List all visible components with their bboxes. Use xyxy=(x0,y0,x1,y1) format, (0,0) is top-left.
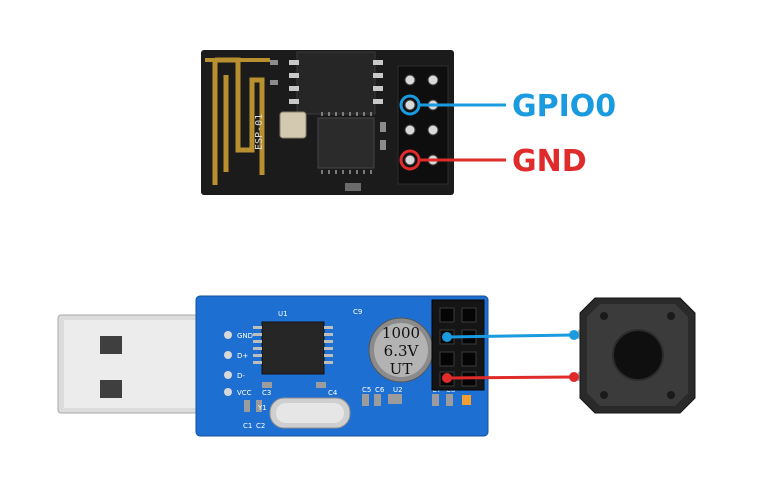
electrolytic-capacitor-top xyxy=(374,323,428,377)
switch-corner-dot xyxy=(667,312,675,320)
ch340-chip-pins xyxy=(253,326,333,364)
silk-c2: C2 xyxy=(256,422,265,430)
gpio0-wire xyxy=(446,333,575,339)
push-button-switch xyxy=(578,297,696,414)
adapter-edge-pads xyxy=(224,331,232,396)
silk-c5: C5 xyxy=(362,386,371,394)
capacitor-value: 1000 xyxy=(382,324,420,342)
usb-plug-hole-bottom xyxy=(100,380,122,398)
esp8266-chip-pins xyxy=(321,112,372,174)
silk-u1: U1 xyxy=(278,310,288,318)
gnd-wire-end-dot xyxy=(569,372,579,382)
flash-chip-pins xyxy=(289,60,383,104)
adapter-crystal-top xyxy=(276,403,344,423)
silk-c9: C9 xyxy=(353,308,362,316)
silk-dminus: D- xyxy=(237,372,245,380)
switch-corner-dot xyxy=(600,312,608,320)
silk-c4: C4 xyxy=(328,389,338,397)
adapter-smd-parts xyxy=(244,382,471,412)
esp01-module: ESP-01 xyxy=(201,50,454,195)
gnd-label: GND xyxy=(512,144,587,179)
gnd-wire xyxy=(446,375,575,380)
usb-plug-face xyxy=(64,320,204,408)
switch-corner-dot xyxy=(667,391,675,399)
gpio0-wire-start-dot xyxy=(442,332,452,342)
usb-plug-hole-top xyxy=(100,336,122,354)
silk-dplus: D+ xyxy=(237,352,248,360)
ch340-chip xyxy=(261,321,325,375)
silk-c6: C6 xyxy=(375,386,385,394)
flash-chip xyxy=(296,51,376,115)
switch-corner-dot xyxy=(600,391,608,399)
silk-c3: C3 xyxy=(262,389,271,397)
esp01-pin-header xyxy=(397,65,449,185)
silk-u2: U2 xyxy=(393,386,403,394)
esp01-board-label: ESP-01 xyxy=(254,114,265,150)
gnd-wire-start-dot xyxy=(442,373,452,383)
gpio0-label: GPIO0 xyxy=(512,89,616,124)
esp01-smd-parts xyxy=(270,60,386,191)
capacitor-brand: UT xyxy=(390,360,413,378)
gpio0-wire-end-dot xyxy=(569,330,579,340)
esp01-crystal xyxy=(279,111,307,139)
silk-gnd: GND xyxy=(237,332,253,340)
capacitor-voltage: 6.3V xyxy=(384,342,420,360)
silk-vcc: VCC xyxy=(237,389,252,397)
esp8266-chip xyxy=(317,117,375,169)
silk-y1: Y1 xyxy=(257,404,267,412)
silk-c1: C1 xyxy=(243,422,252,430)
usb-adapter: 1000 6.3V UT U1 C9 GND D+ D- VCC C3 C4 xyxy=(57,295,489,437)
switch-actuator xyxy=(612,329,664,381)
